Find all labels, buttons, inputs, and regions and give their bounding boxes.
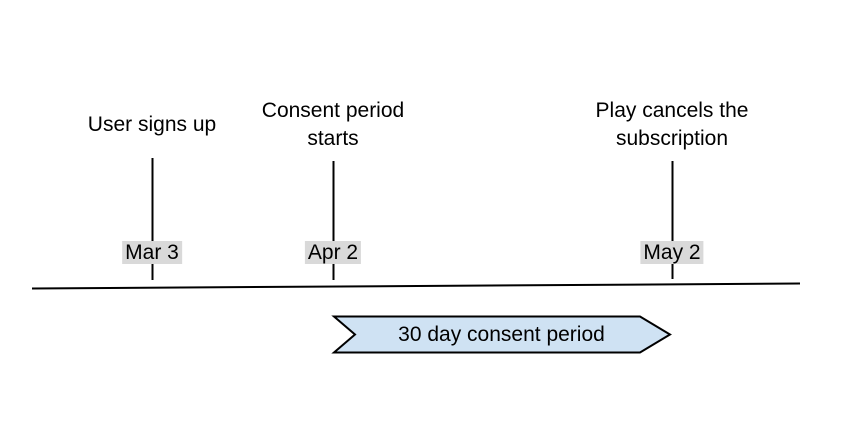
date-chip-may-2: May 2 xyxy=(640,241,704,264)
consent-period-banner-label: 30 day consent period xyxy=(398,322,605,346)
event-label-play-cancels-subscription: Play cancels the subscription xyxy=(595,99,749,150)
timeline-axis xyxy=(31,282,801,290)
date-chip-mar-3: Mar 3 xyxy=(122,241,182,264)
event-label-consent-period-starts: Consent period starts xyxy=(261,99,405,150)
date-chip-apr-2: Apr 2 xyxy=(304,241,362,264)
event-label-user-signs-up: User signs up xyxy=(87,113,217,136)
consent-period-banner-shape xyxy=(331,315,672,354)
